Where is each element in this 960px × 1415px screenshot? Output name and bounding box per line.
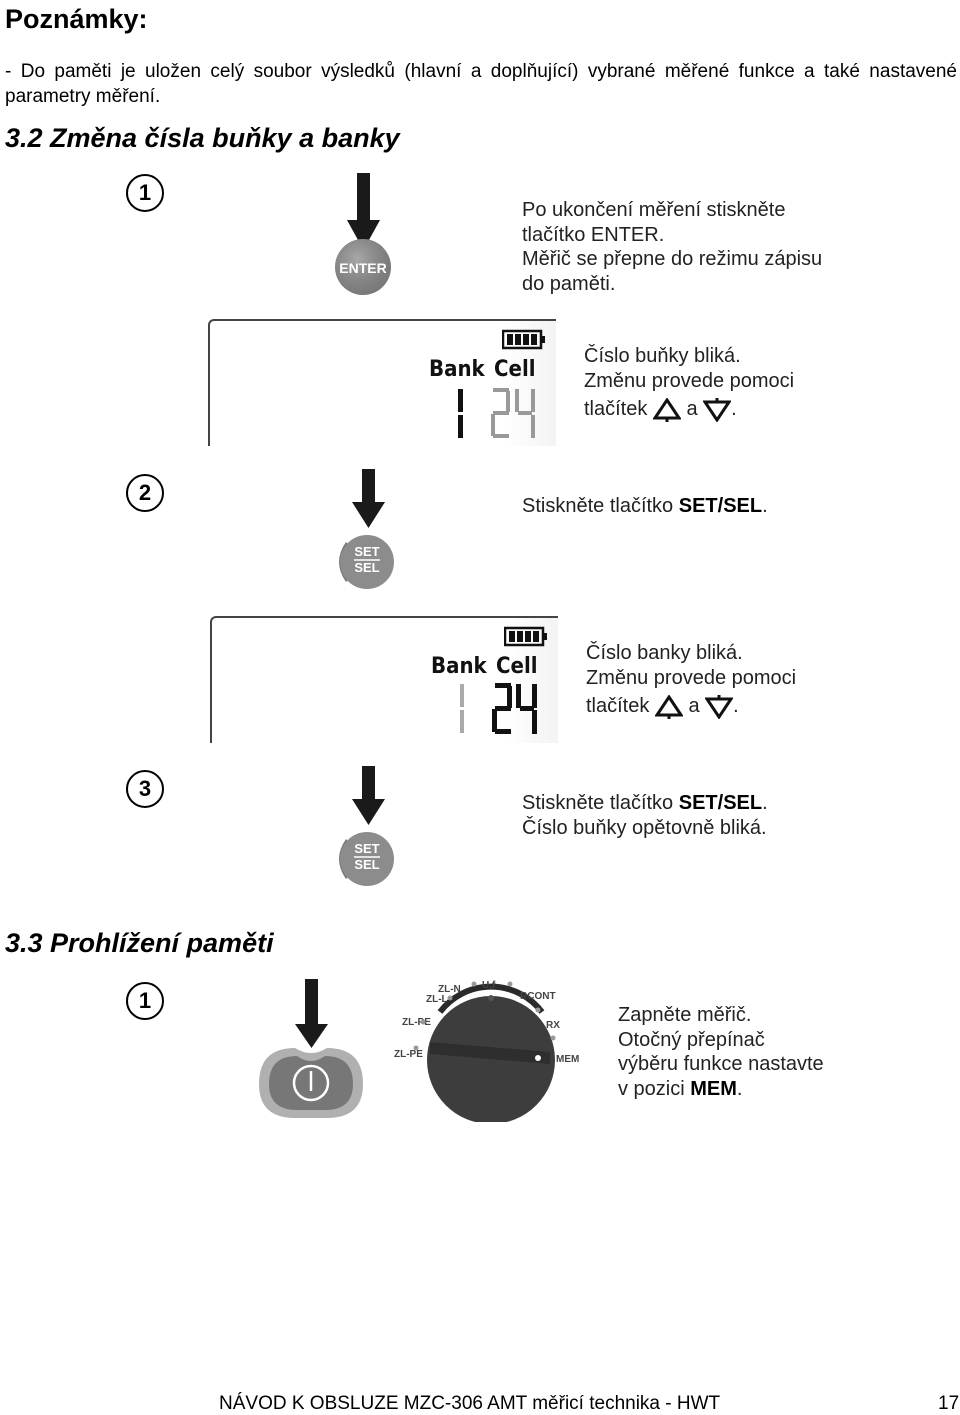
- setsel-button-illustration-1: SET SEL: [339, 469, 394, 589]
- battery-icon: [502, 329, 545, 350]
- enter-button-label: ENTER: [339, 260, 386, 276]
- setsel-button-icon: [340, 535, 394, 589]
- step-number-1b: 1: [126, 982, 164, 1020]
- cell-label: Cell: [494, 357, 536, 382]
- svg-text:SET: SET: [354, 544, 379, 559]
- svg-text:ZL-PE: ZL-PE: [402, 1017, 431, 1028]
- svg-text:RX: RX: [546, 1020, 560, 1031]
- setsel-button-illustration-2: SET SEL: [339, 766, 394, 886]
- down-button-icon: [705, 694, 734, 719]
- notes-paragraph: - Do paměti je uložen celý soubor výsled…: [5, 61, 957, 107]
- display2-instructions: Číslo banky bliká. Změnu provede pomoci …: [586, 642, 797, 719]
- down-arrow-icon: [352, 766, 385, 825]
- lcd-display-1: Bank Cell: [208, 319, 556, 446]
- down-button-icon: [703, 397, 732, 422]
- step2-instructions: Stiskněte tlačítko SET/SEL.: [522, 495, 768, 517]
- step-number-3: 3: [126, 770, 164, 808]
- svg-text:ZL-N: ZL-N: [438, 984, 461, 995]
- step33-instructions: Zapněte měřič. Otočný přepínač výběru fu…: [618, 1004, 824, 1100]
- display1-instructions: Číslo buňky bliká. Změnu provede pomoci …: [584, 345, 795, 422]
- dial-pointer: [430, 1042, 550, 1064]
- up-button-icon: [652, 397, 681, 422]
- section-title-3-3: 3.3 Prohlížení paměti: [5, 928, 274, 958]
- step1-instructions: Po ukončení měření stiskněte tlačítko EN…: [522, 199, 823, 295]
- bank-label: Bank: [431, 654, 487, 679]
- down-arrow-icon: [352, 469, 385, 528]
- power-button-illustration: [259, 979, 363, 1118]
- page-number: 17: [938, 1393, 960, 1414]
- step-number-1: 1: [126, 174, 164, 212]
- power-icon: [292, 1064, 330, 1102]
- setsel-button-icon: [340, 832, 394, 886]
- enter-button-illustration: ENTER: [335, 173, 391, 295]
- page-title: Poznámky:: [5, 4, 148, 34]
- svg-text:RCONT: RCONT: [520, 991, 556, 1002]
- rotary-dial-illustration: U,f RCONT RX MEM ZL-N ZL-L ZL-PE ZL-PE: [394, 980, 579, 1122]
- svg-text:ZL-L: ZL-L: [426, 994, 448, 1005]
- segment-digits: [460, 683, 537, 734]
- svg-text:U,f: U,f: [482, 980, 496, 991]
- svg-text:MEM: MEM: [556, 1054, 579, 1065]
- segment-digits: [458, 388, 535, 438]
- svg-text:SEL: SEL: [354, 560, 379, 575]
- footer-text: NÁVOD K OBSLUZE MZC-306 AMT měřicí techn…: [219, 1393, 721, 1414]
- svg-text:SET: SET: [354, 841, 379, 856]
- bank-label: Bank: [429, 357, 485, 382]
- svg-text:SEL: SEL: [354, 857, 379, 872]
- section-title-3-2: 3.2 Změna čísla buňky a banky: [5, 123, 400, 153]
- cell-label: Cell: [496, 654, 538, 679]
- svg-text:ZL-PE: ZL-PE: [394, 1049, 423, 1060]
- lcd-display-2: Bank Cell: [210, 616, 558, 743]
- up-button-icon: [654, 694, 683, 719]
- step-number-2: 2: [126, 474, 164, 512]
- battery-icon: [504, 626, 547, 647]
- step3-instructions: Stiskněte tlačítko SET/SEL. Číslo buňky …: [522, 792, 768, 839]
- down-arrow-icon: [295, 979, 328, 1048]
- down-arrow-icon: [347, 173, 380, 250]
